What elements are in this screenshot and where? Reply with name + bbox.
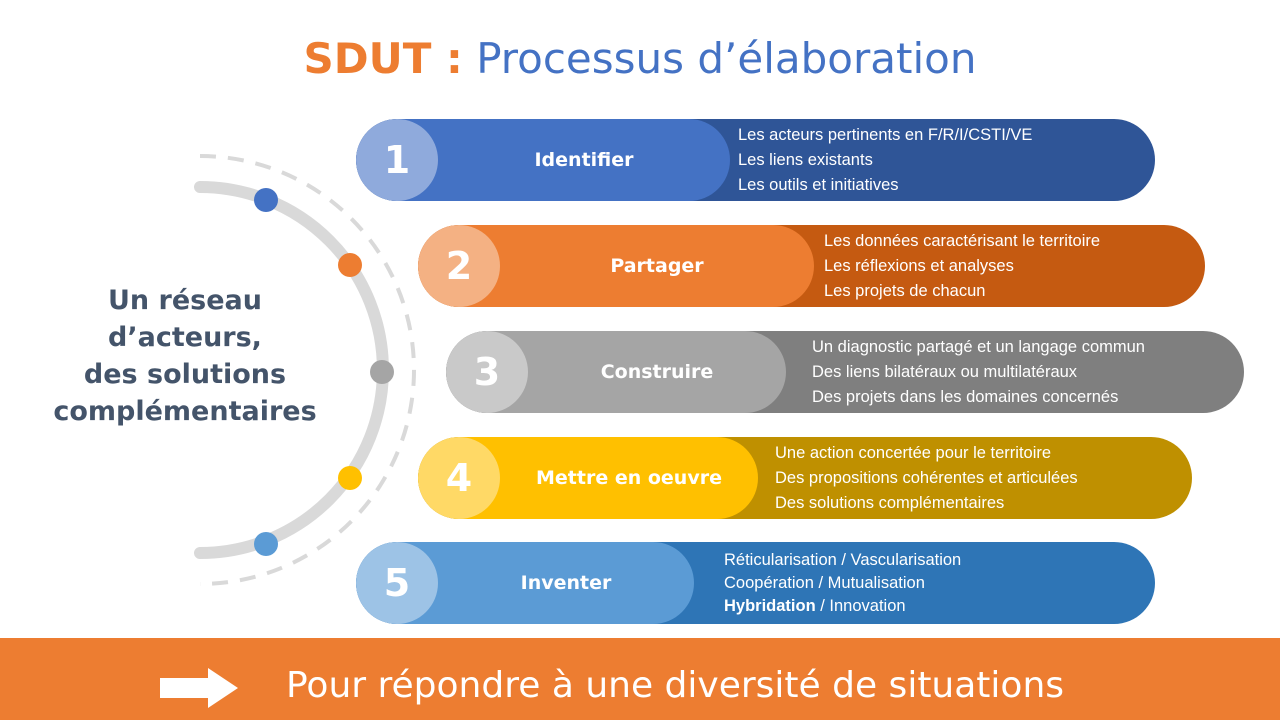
- step-1-number-badge: 1: [356, 119, 438, 201]
- right-arrow-icon: [160, 668, 238, 708]
- step-5-number-badge: 5: [356, 542, 438, 624]
- step-1-detail: Les outils et initiatives: [738, 175, 899, 194]
- page-title: SDUT : Processus d’élaboration: [0, 34, 1280, 84]
- step-4-label: Mettre en oeuvre: [536, 467, 722, 489]
- step-4-number-badge: 4: [418, 437, 500, 519]
- step-4-detail: Des propositions cohérentes et articulée…: [775, 468, 1078, 487]
- network-statement-line: Un réseau: [108, 285, 262, 316]
- step-3-details: Un diagnostic partagé et un langage comm…: [812, 331, 1145, 413]
- step-5-label: Inventer: [520, 572, 612, 594]
- step-1-detail: Les acteurs pertinents en F/R/I/CSTI/VE: [738, 125, 1033, 144]
- step-2-pill: 2 Partager Les données caractérisant le …: [418, 225, 1205, 307]
- step-2-details: Les données caractérisant le territoire …: [824, 225, 1100, 307]
- arc-dot-5: [254, 532, 278, 556]
- network-statement-line: d’acteurs,: [108, 322, 262, 353]
- step-2-label: Partager: [610, 255, 704, 277]
- step-5-detail-bold: Hybridation: [724, 596, 816, 615]
- step-4-detail: Une action concertée pour le territoire: [775, 443, 1052, 462]
- process-arc: [194, 154, 416, 586]
- network-statement: Un réseau d’acteurs, des solutions compl…: [50, 282, 320, 430]
- step-5-pill: 5 Inventer Réticularisation / Vascularis…: [356, 542, 1155, 624]
- step-5-detail: Hybridation / Innovation: [724, 595, 961, 618]
- step-4-detail: Des solutions complémentaires: [775, 493, 1005, 512]
- step-3-pill: 3 Construire Un diagnostic partagé et un…: [446, 331, 1244, 413]
- step-4-pill: 4 Mettre en oeuvre Une action concertée …: [418, 437, 1192, 519]
- step-1-detail: Les liens existants: [738, 150, 873, 169]
- arc-dot-2: [338, 253, 362, 277]
- arc-dot-1: [254, 188, 278, 212]
- step-4-details: Une action concertée pour le territoire …: [775, 437, 1078, 519]
- step-1-label: Identifier: [534, 149, 634, 171]
- step-3-label: Construire: [600, 361, 714, 383]
- step-1-pill: 1 Identifier Les acteurs pertinents en F…: [356, 119, 1155, 201]
- step-3-detail: Des projets dans les domaines concernés: [812, 387, 1119, 406]
- arc-dashed-line: [199, 154, 416, 586]
- step-3-detail: Un diagnostic partagé et un langage comm…: [812, 337, 1145, 356]
- step-5-detail: Coopération / Mutualisation: [724, 573, 925, 592]
- title-main: Processus d’élaboration: [476, 34, 977, 83]
- banner-text: Pour répondre à une diversité de situati…: [286, 664, 1065, 706]
- step-2-detail: Les réflexions et analyses: [824, 256, 1014, 275]
- step-2-detail: Les données caractérisant le territoire: [824, 231, 1101, 250]
- arc-dot-3: [370, 360, 394, 384]
- step-1-details: Les acteurs pertinents en F/R/I/CSTI/VE …: [738, 119, 1032, 201]
- network-statement-line: des solutions: [83, 359, 287, 390]
- step-3-detail: Des liens bilatéraux ou multilatéraux: [812, 362, 1078, 381]
- step-2-detail: Les projets de chacun: [824, 281, 986, 300]
- step-3-number-badge: 3: [446, 331, 528, 413]
- step-5-detail-rest: / Innovation: [815, 596, 906, 615]
- step-5-details: Réticularisation / Vascularisation Coopé…: [724, 542, 961, 624]
- arc-dot-4: [338, 466, 362, 490]
- step-2-number-badge: 2: [418, 225, 500, 307]
- step-5-detail: Réticularisation / Vascularisation: [724, 550, 962, 569]
- network-statement-line: complémentaires: [53, 396, 317, 427]
- title-prefix: SDUT :: [303, 34, 463, 83]
